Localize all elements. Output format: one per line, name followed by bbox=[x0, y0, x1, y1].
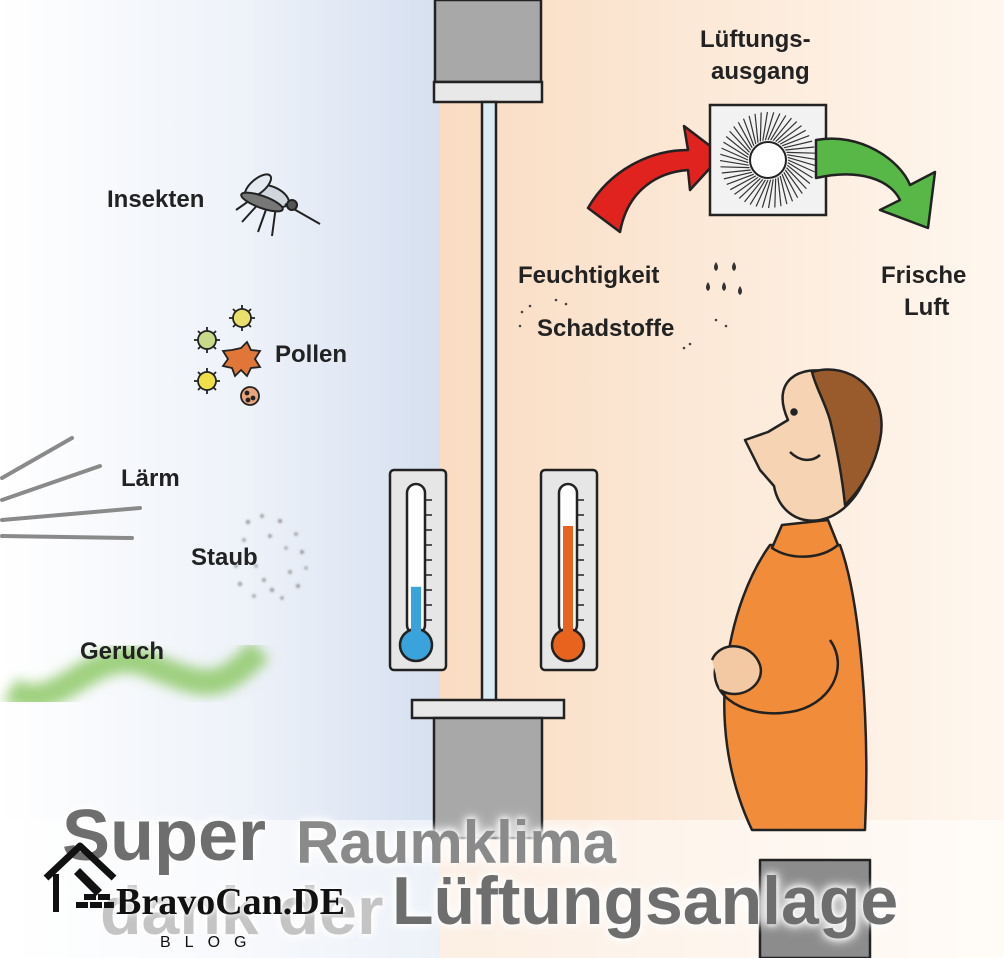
watermark-brand: BravoCan.DE bbox=[116, 881, 346, 923]
label-noise: Lärm bbox=[121, 465, 180, 492]
label-pollutants: Schadstoffe bbox=[537, 315, 675, 342]
droplet-icon bbox=[706, 262, 742, 295]
fan-blade bbox=[729, 130, 750, 153]
mosquito-icon bbox=[235, 173, 321, 237]
fan-blade bbox=[729, 175, 757, 191]
fan-blade bbox=[738, 178, 761, 199]
fan-blade bbox=[723, 171, 753, 180]
fan-blade bbox=[786, 167, 807, 190]
fan-blade bbox=[733, 126, 752, 151]
fan-blade bbox=[767, 179, 774, 209]
pollen-icon bbox=[194, 305, 262, 406]
fan-blade bbox=[719, 159, 749, 166]
label-insects: Insekten bbox=[107, 186, 205, 213]
fan-blade bbox=[787, 154, 817, 161]
fan-blade bbox=[721, 169, 751, 174]
fan-blade bbox=[726, 173, 755, 186]
fan-blade bbox=[764, 112, 775, 141]
fan-blade bbox=[783, 171, 799, 199]
dust-icon bbox=[234, 514, 308, 600]
fan-blade bbox=[786, 164, 811, 184]
fan-blade bbox=[784, 169, 803, 194]
fan-blade bbox=[785, 146, 815, 151]
fan-blade bbox=[767, 113, 781, 141]
fan-blade bbox=[761, 179, 772, 208]
fan-blade bbox=[787, 159, 815, 173]
fan-blade bbox=[777, 125, 802, 144]
wall bbox=[410, 0, 566, 840]
thermometer-inside bbox=[539, 468, 599, 672]
fan-blade bbox=[779, 129, 807, 145]
fan-blade bbox=[781, 134, 810, 147]
fan-blade bbox=[787, 156, 816, 167]
fan-blade bbox=[772, 117, 792, 142]
fan-blade bbox=[720, 166, 750, 169]
fan-blade bbox=[770, 115, 787, 141]
odor-wave-icon bbox=[3, 640, 270, 710]
fan-blade bbox=[755, 179, 769, 207]
label-vent-outlet-line1: Lüftungs- bbox=[700, 26, 811, 53]
fan-blade bbox=[737, 121, 753, 149]
fan-icon bbox=[708, 103, 828, 217]
fan-blade bbox=[783, 140, 813, 149]
fan-blade bbox=[725, 136, 750, 156]
label-odor: Geruch bbox=[80, 638, 165, 665]
pollutant-dots-icon bbox=[518, 298, 728, 350]
fan-blade bbox=[720, 153, 749, 164]
fan-blade bbox=[744, 178, 764, 203]
fan-blade bbox=[787, 162, 813, 179]
label-vent-outlet-line2: ausgang bbox=[711, 58, 810, 85]
label-dust: Staub bbox=[191, 544, 258, 571]
fan-blade bbox=[775, 121, 798, 142]
title-word-raumklima: Raumklima bbox=[296, 809, 617, 876]
thermometer-outside bbox=[388, 468, 448, 672]
fan-blade bbox=[759, 112, 762, 142]
fan-blade bbox=[721, 147, 749, 161]
person-illustration bbox=[710, 368, 883, 958]
fan-blade bbox=[779, 175, 788, 205]
watermark-sub: BLOG bbox=[160, 934, 261, 951]
fan-blade bbox=[754, 113, 759, 143]
label-humidity: Feuchtigkeit bbox=[518, 262, 660, 289]
fan-blade bbox=[774, 178, 777, 208]
house-logo-icon bbox=[43, 842, 117, 912]
fan-blade bbox=[742, 118, 755, 147]
noise-lines-icon bbox=[0, 436, 142, 540]
label-fresh-air-line1: Frische bbox=[881, 262, 967, 289]
label-pollen: Pollen bbox=[275, 341, 348, 368]
fan-blade bbox=[777, 177, 782, 207]
fan-blade bbox=[749, 179, 766, 205]
title-word-lueftungsanlage: Lüftungsanlage bbox=[392, 863, 899, 939]
outside-background bbox=[0, 0, 440, 958]
fan-blade bbox=[748, 115, 757, 145]
fan-blade bbox=[786, 151, 816, 154]
label-fresh-air-line2: Luft bbox=[904, 294, 950, 321]
fan-blade bbox=[723, 141, 749, 158]
arrow-out-icon bbox=[814, 137, 937, 230]
fan-blade bbox=[762, 111, 769, 141]
title-line2-partial: dank der bbox=[100, 873, 384, 949]
fan-blade bbox=[734, 176, 759, 195]
fan-blade bbox=[781, 173, 794, 202]
